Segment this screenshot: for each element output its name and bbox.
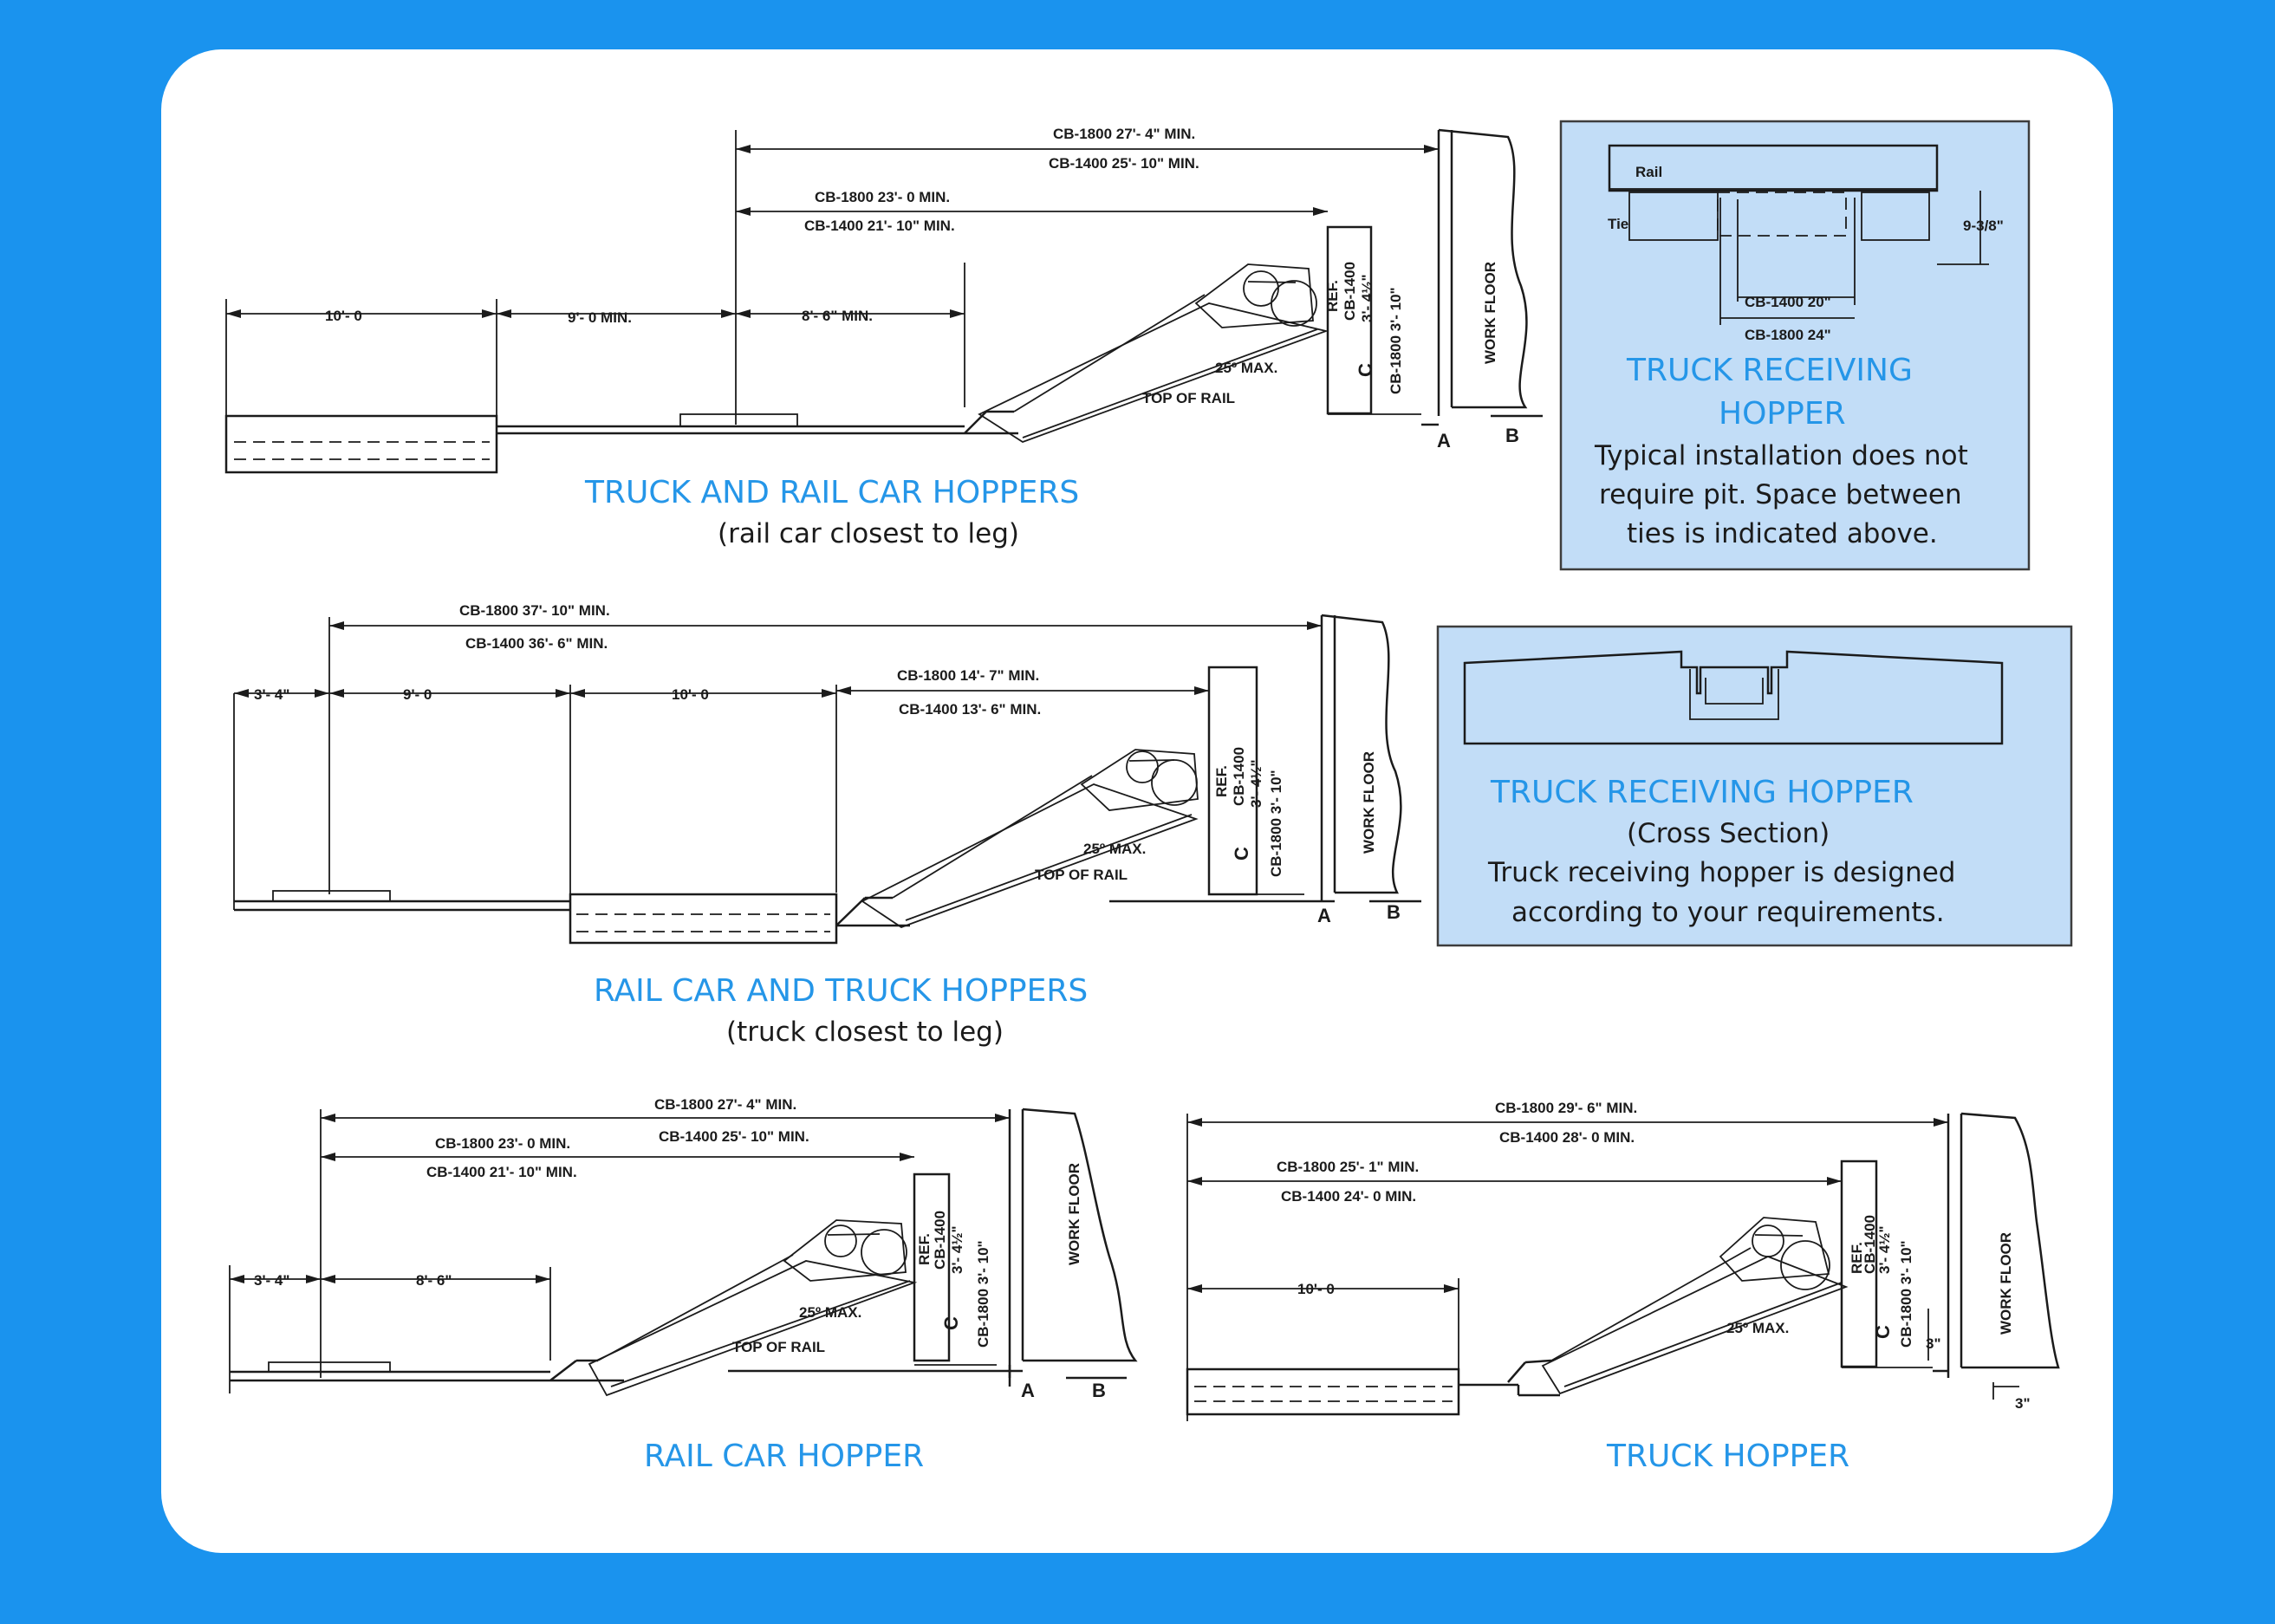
d1-work-floor: WORK FLOOR [1482, 262, 1498, 364]
d1-cb1400-height: 3'- 4½" [1359, 274, 1375, 322]
d2-max-angle: 25º MAX. [1083, 841, 1146, 857]
d3-cb1400-height: 3'- 4½" [949, 1225, 965, 1274]
d1-max-angle: 25º MAX. [1215, 360, 1277, 376]
d1-dim-seg-3: 8'- 6" MIN. [802, 308, 873, 324]
d3-top-of-rail: TOP OF RAIL [732, 1339, 825, 1355]
p2-subtitle: (Cross Section) [1627, 818, 1830, 849]
d2-b: B [1387, 901, 1401, 923]
d4-title: TRUCK HOPPER [1606, 1439, 1849, 1474]
d2-subtitle: (truck closest to leg) [726, 1017, 1004, 1048]
d2-a: A [1317, 905, 1331, 926]
p1-caption-line2: require pit. Space between [1599, 479, 1962, 510]
d2-cb1400-height: 3'- 4½" [1248, 759, 1264, 808]
d3-title: RAIL CAR HOPPER [644, 1439, 924, 1474]
d2-work-floor: WORK FLOOR [1361, 751, 1377, 854]
p1-rail-label: Rail [1635, 164, 1662, 180]
d1-cb1800-height: CB-1800 3'- 10" [1388, 287, 1404, 394]
d2-title: RAIL CAR AND TRUCK HOPPERS [594, 973, 1088, 1009]
d1-subtitle: (rail car closest to leg) [718, 518, 1019, 549]
p1-caption-line3: ties is indicated above. [1627, 518, 1938, 549]
d3-dim-top-1800: CB-1800 27'- 4" MIN. [654, 1096, 796, 1113]
d4-dim-mid-1400: CB-1400 24'- 0 MIN. [1281, 1188, 1416, 1205]
d1-dim-mid-1400: CB-1400 21'- 10" MIN. [804, 218, 955, 234]
d4-c-label: C [1872, 1325, 1894, 1339]
d3-cb1400-label: CB-1400 [932, 1211, 948, 1270]
d3-ref: REF. [916, 1233, 933, 1265]
d3-dim-top-1400: CB-1400 25'- 10" MIN. [659, 1128, 809, 1145]
d1-a: A [1437, 430, 1451, 451]
d3-c-label: C [940, 1316, 962, 1330]
p1-height: 9-3/8" [1963, 218, 2004, 234]
d1-dim-seg-1: 10'- 0 [325, 308, 362, 324]
d4-cb1800-height: CB-1800 3'- 10" [1898, 1240, 1914, 1348]
d3-max-angle: 25º MAX. [799, 1304, 861, 1321]
d2-dim-top-1800: CB-1800 37'- 10" MIN. [459, 602, 610, 619]
d2-dim-top-1400: CB-1400 36'- 6" MIN. [465, 635, 608, 652]
d2-dim-seg-2: 9'- 0 [403, 686, 432, 703]
diagram-rail-car-and-truck-hoppers: CB-1800 37'- 10" MIN. CB-1400 36'- 6" MI… [233, 602, 1421, 1048]
d3-work-floor: WORK FLOOR [1066, 1163, 1082, 1265]
d1-dim-top-1400: CB-1400 25'- 10" MIN. [1049, 155, 1199, 172]
d3-dim-mid-1800: CB-1800 23'- 0 MIN. [435, 1135, 570, 1152]
p1-tie-label: Tie [1608, 216, 1628, 232]
p1-title-line2: HOPPER [1719, 396, 1846, 432]
d1-dim-mid-1800: CB-1800 23'- 0 MIN. [815, 189, 950, 205]
d2-cb1400-label: CB-1400 [1231, 747, 1247, 806]
d4-ref: REF. [1849, 1242, 1865, 1274]
panel-truck-receiving-hopper: Rail Tie 9-3/8" CB-1400 20" CB-1800 24" … [1559, 120, 2031, 571]
d4-3in-lower: 3" [2015, 1395, 2031, 1412]
d3-dim-mid-1400: CB-1400 21'- 10" MIN. [426, 1164, 577, 1180]
panel-truck-receiving-hopper-cross-section: TRUCK RECEIVING HOPPER (Cross Section) T… [1436, 625, 2073, 947]
p1-cb1800: CB-1800 24" [1745, 327, 1831, 343]
p2-caption-line2: according to your requirements. [1511, 897, 1945, 928]
d2-cb1800-height: CB-1800 3'- 10" [1268, 770, 1284, 877]
d3-dim-seg-2: 8'- 6" [416, 1272, 452, 1289]
d1-title: TRUCK AND RAIL CAR HOPPERS [584, 475, 1079, 510]
d2-dim-seg-1: 3'- 4" [254, 686, 289, 703]
d1-cb1400-label: CB-1400 [1342, 262, 1358, 321]
d4-dim-seg-1: 10'- 0 [1297, 1281, 1335, 1297]
p1-cb1400: CB-1400 20" [1745, 294, 1831, 310]
p1-caption-line1: Typical installation does not [1594, 440, 1968, 471]
d4-dim-top-1400: CB-1400 28'- 0 MIN. [1499, 1129, 1635, 1146]
d2-dim-mid-1800: CB-1800 14'- 7" MIN. [897, 667, 1039, 684]
d1-top-of-rail: TOP OF RAIL [1142, 390, 1235, 406]
p2-caption-line1: Truck receiving hopper is designed [1487, 857, 1955, 888]
d2-top-of-rail: TOP OF RAIL [1035, 867, 1128, 883]
d3-a: A [1021, 1380, 1035, 1401]
d2-ref: REF. [1213, 765, 1230, 797]
d4-max-angle: 25º MAX. [1726, 1320, 1789, 1336]
d4-cb1400-height: 3'- 4½" [1876, 1225, 1893, 1274]
diagram-rail-car-hopper: CB-1800 27'- 4" MIN. CB-1400 25'- 10" MI… [229, 1096, 1138, 1474]
d4-dim-top-1800: CB-1800 29'- 6" MIN. [1495, 1100, 1637, 1116]
d1-b: B [1505, 425, 1519, 446]
d4-dim-mid-1800: CB-1800 25'- 1" MIN. [1277, 1159, 1419, 1175]
d3-cb1800-height: CB-1800 3'- 10" [975, 1240, 991, 1348]
d3-dim-seg-1: 3'- 4" [254, 1272, 289, 1289]
d3-b: B [1092, 1380, 1106, 1401]
p1-title-line1: TRUCK RECEIVING [1626, 353, 1913, 388]
diagram-truck-and-rail-car-hoppers: CB-1800 27'- 4" MIN. CB-1400 25'- 10" MI… [224, 126, 1543, 549]
diagram-truck-hopper: CB-1800 29'- 6" MIN. CB-1400 28'- 0 MIN.… [1186, 1100, 2060, 1474]
d4-cb1400-label: CB-1400 [1862, 1215, 1878, 1274]
d1-ref: REF. [1324, 280, 1341, 312]
d1-c-label: C [1355, 363, 1376, 377]
d4-work-floor: WORK FLOOR [1998, 1232, 2014, 1335]
d1-dim-top-1800: CB-1800 27'- 4" MIN. [1053, 126, 1195, 142]
d2-dim-mid-1400: CB-1400 13'- 6" MIN. [899, 701, 1041, 718]
p2-title: TRUCK RECEIVING HOPPER [1490, 775, 1914, 810]
d2-c-label: C [1231, 847, 1252, 861]
d4-3in-upper: 3" [1926, 1335, 1941, 1352]
d2-dim-seg-3: 10'- 0 [672, 686, 709, 703]
d1-dim-seg-2: 9'- 0 MIN. [568, 309, 632, 326]
